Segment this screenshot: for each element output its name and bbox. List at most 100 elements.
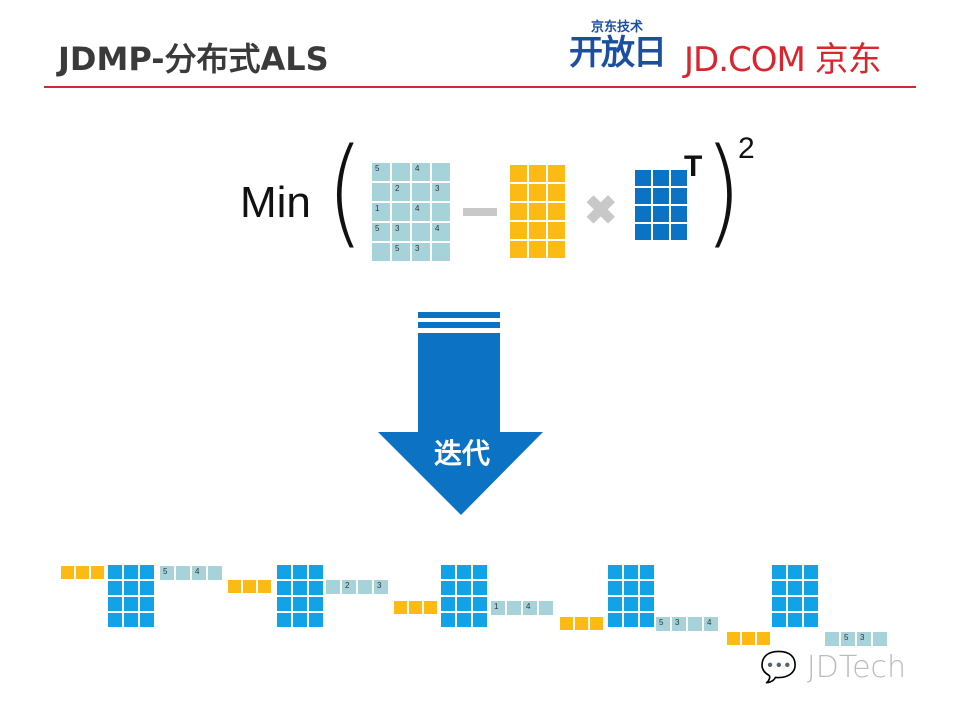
user-factor-cell — [510, 222, 527, 239]
rating-cell — [392, 203, 410, 221]
item-factor-cell — [653, 188, 669, 204]
item-factor-cell — [788, 565, 802, 579]
item-factor-cell — [772, 565, 786, 579]
item-factor-cell — [640, 581, 654, 595]
item-factor-block — [277, 565, 323, 627]
rating-cell — [412, 183, 430, 201]
rating-cell — [432, 203, 450, 221]
rating-cell: 4 — [412, 163, 430, 181]
user-row-vector — [61, 566, 104, 579]
item-factor-block — [772, 565, 818, 627]
item-factor-cell — [457, 581, 471, 595]
item-factor-cell — [804, 581, 818, 595]
rating-cell — [539, 601, 553, 615]
user-factor-cell — [548, 222, 565, 239]
item-factor-cell — [108, 565, 122, 579]
user-factor-cell — [409, 601, 422, 614]
user-factor-cell — [727, 632, 740, 645]
item-factor-cell — [804, 613, 818, 627]
item-factor-cell — [293, 597, 307, 611]
item-factor-cell — [457, 613, 471, 627]
item-factor-cell — [608, 613, 622, 627]
item-factor-cell — [772, 581, 786, 595]
rating-cell — [432, 243, 450, 261]
rating-cell — [507, 601, 521, 615]
item-factor-cell — [293, 581, 307, 595]
user-row-vector — [727, 632, 770, 645]
watermark-text: JDTech — [806, 650, 907, 685]
rating-cell — [412, 223, 430, 241]
item-factor-cell — [653, 206, 669, 222]
item-factor-cell — [277, 597, 291, 611]
item-factor-cell — [108, 581, 122, 595]
rating-cell: 5 — [656, 617, 670, 631]
user-factor-cell — [548, 165, 565, 182]
right-paren: ) — [704, 122, 742, 260]
user-factor-cell — [424, 601, 437, 614]
item-factor-cell — [309, 597, 323, 611]
item-factor-cell — [804, 565, 818, 579]
item-factor-cell — [608, 565, 622, 579]
item-factor-cell — [624, 597, 638, 611]
rating-cell: 5 — [392, 243, 410, 261]
user-factor-cell — [61, 566, 74, 579]
rating-cell: 4 — [412, 203, 430, 221]
rating-cell — [372, 243, 390, 261]
user-factor-cell — [529, 222, 546, 239]
rating-cell — [392, 163, 410, 181]
rating-cell: 1 — [372, 203, 390, 221]
user-factor-cell — [529, 203, 546, 220]
item-factor-cell — [441, 581, 455, 595]
transpose-label: T — [684, 150, 703, 183]
user-factor-cell — [548, 241, 565, 258]
user-factor-cell — [529, 184, 546, 201]
min-label: Min — [240, 178, 311, 227]
iterate-label: 迭代 — [433, 437, 490, 470]
item-factor-cell — [640, 597, 654, 611]
item-factor-cell — [457, 565, 471, 579]
rating-cell — [176, 566, 190, 580]
rating-cell: 5 — [160, 566, 174, 580]
item-factor-cell — [124, 613, 138, 627]
left-paren: ( — [326, 122, 364, 260]
item-factor-cell — [608, 581, 622, 595]
rating-cell — [432, 163, 450, 181]
item-factor-cell — [277, 581, 291, 595]
rating-cell: 4 — [704, 617, 718, 631]
item-factor-cell — [671, 224, 687, 240]
item-factor-cell — [608, 597, 622, 611]
open-day-logo: 京东技术 开放日 — [562, 16, 672, 71]
rating-cell: 3 — [672, 617, 686, 631]
rating-cell — [825, 632, 839, 646]
item-factor-cell — [624, 565, 638, 579]
user-factor-cell — [510, 165, 527, 182]
logo-big-text: 开放日 — [569, 34, 667, 72]
item-factor-cell — [772, 597, 786, 611]
item-factor-cell — [441, 597, 455, 611]
item-factor-cell — [473, 565, 487, 579]
item-factor-cell — [140, 565, 154, 579]
header-divider — [44, 86, 916, 88]
rating-cell: 4 — [432, 223, 450, 241]
user-row-vector — [560, 617, 603, 630]
user-factor-cell — [757, 632, 770, 645]
item-factor-cell — [635, 188, 651, 204]
slide-title: JDMP-分布式ALS — [58, 40, 329, 78]
rating-cell: 3 — [374, 580, 388, 594]
item-factor-cell — [473, 613, 487, 627]
user-factor-cell — [394, 601, 407, 614]
item-factor-cell — [293, 613, 307, 627]
item-factor-cell — [635, 170, 651, 186]
item-factor-cell — [108, 613, 122, 627]
item-factor-cell — [140, 581, 154, 595]
item-factor-cell — [671, 170, 687, 186]
user-factor-matrix — [510, 165, 565, 258]
user-factor-cell — [560, 617, 573, 630]
item-factor-cell — [635, 224, 651, 240]
user-factor-cell — [243, 580, 256, 593]
item-factor-cell — [788, 597, 802, 611]
rating-cell — [326, 580, 340, 594]
item-factor-block — [441, 565, 487, 627]
